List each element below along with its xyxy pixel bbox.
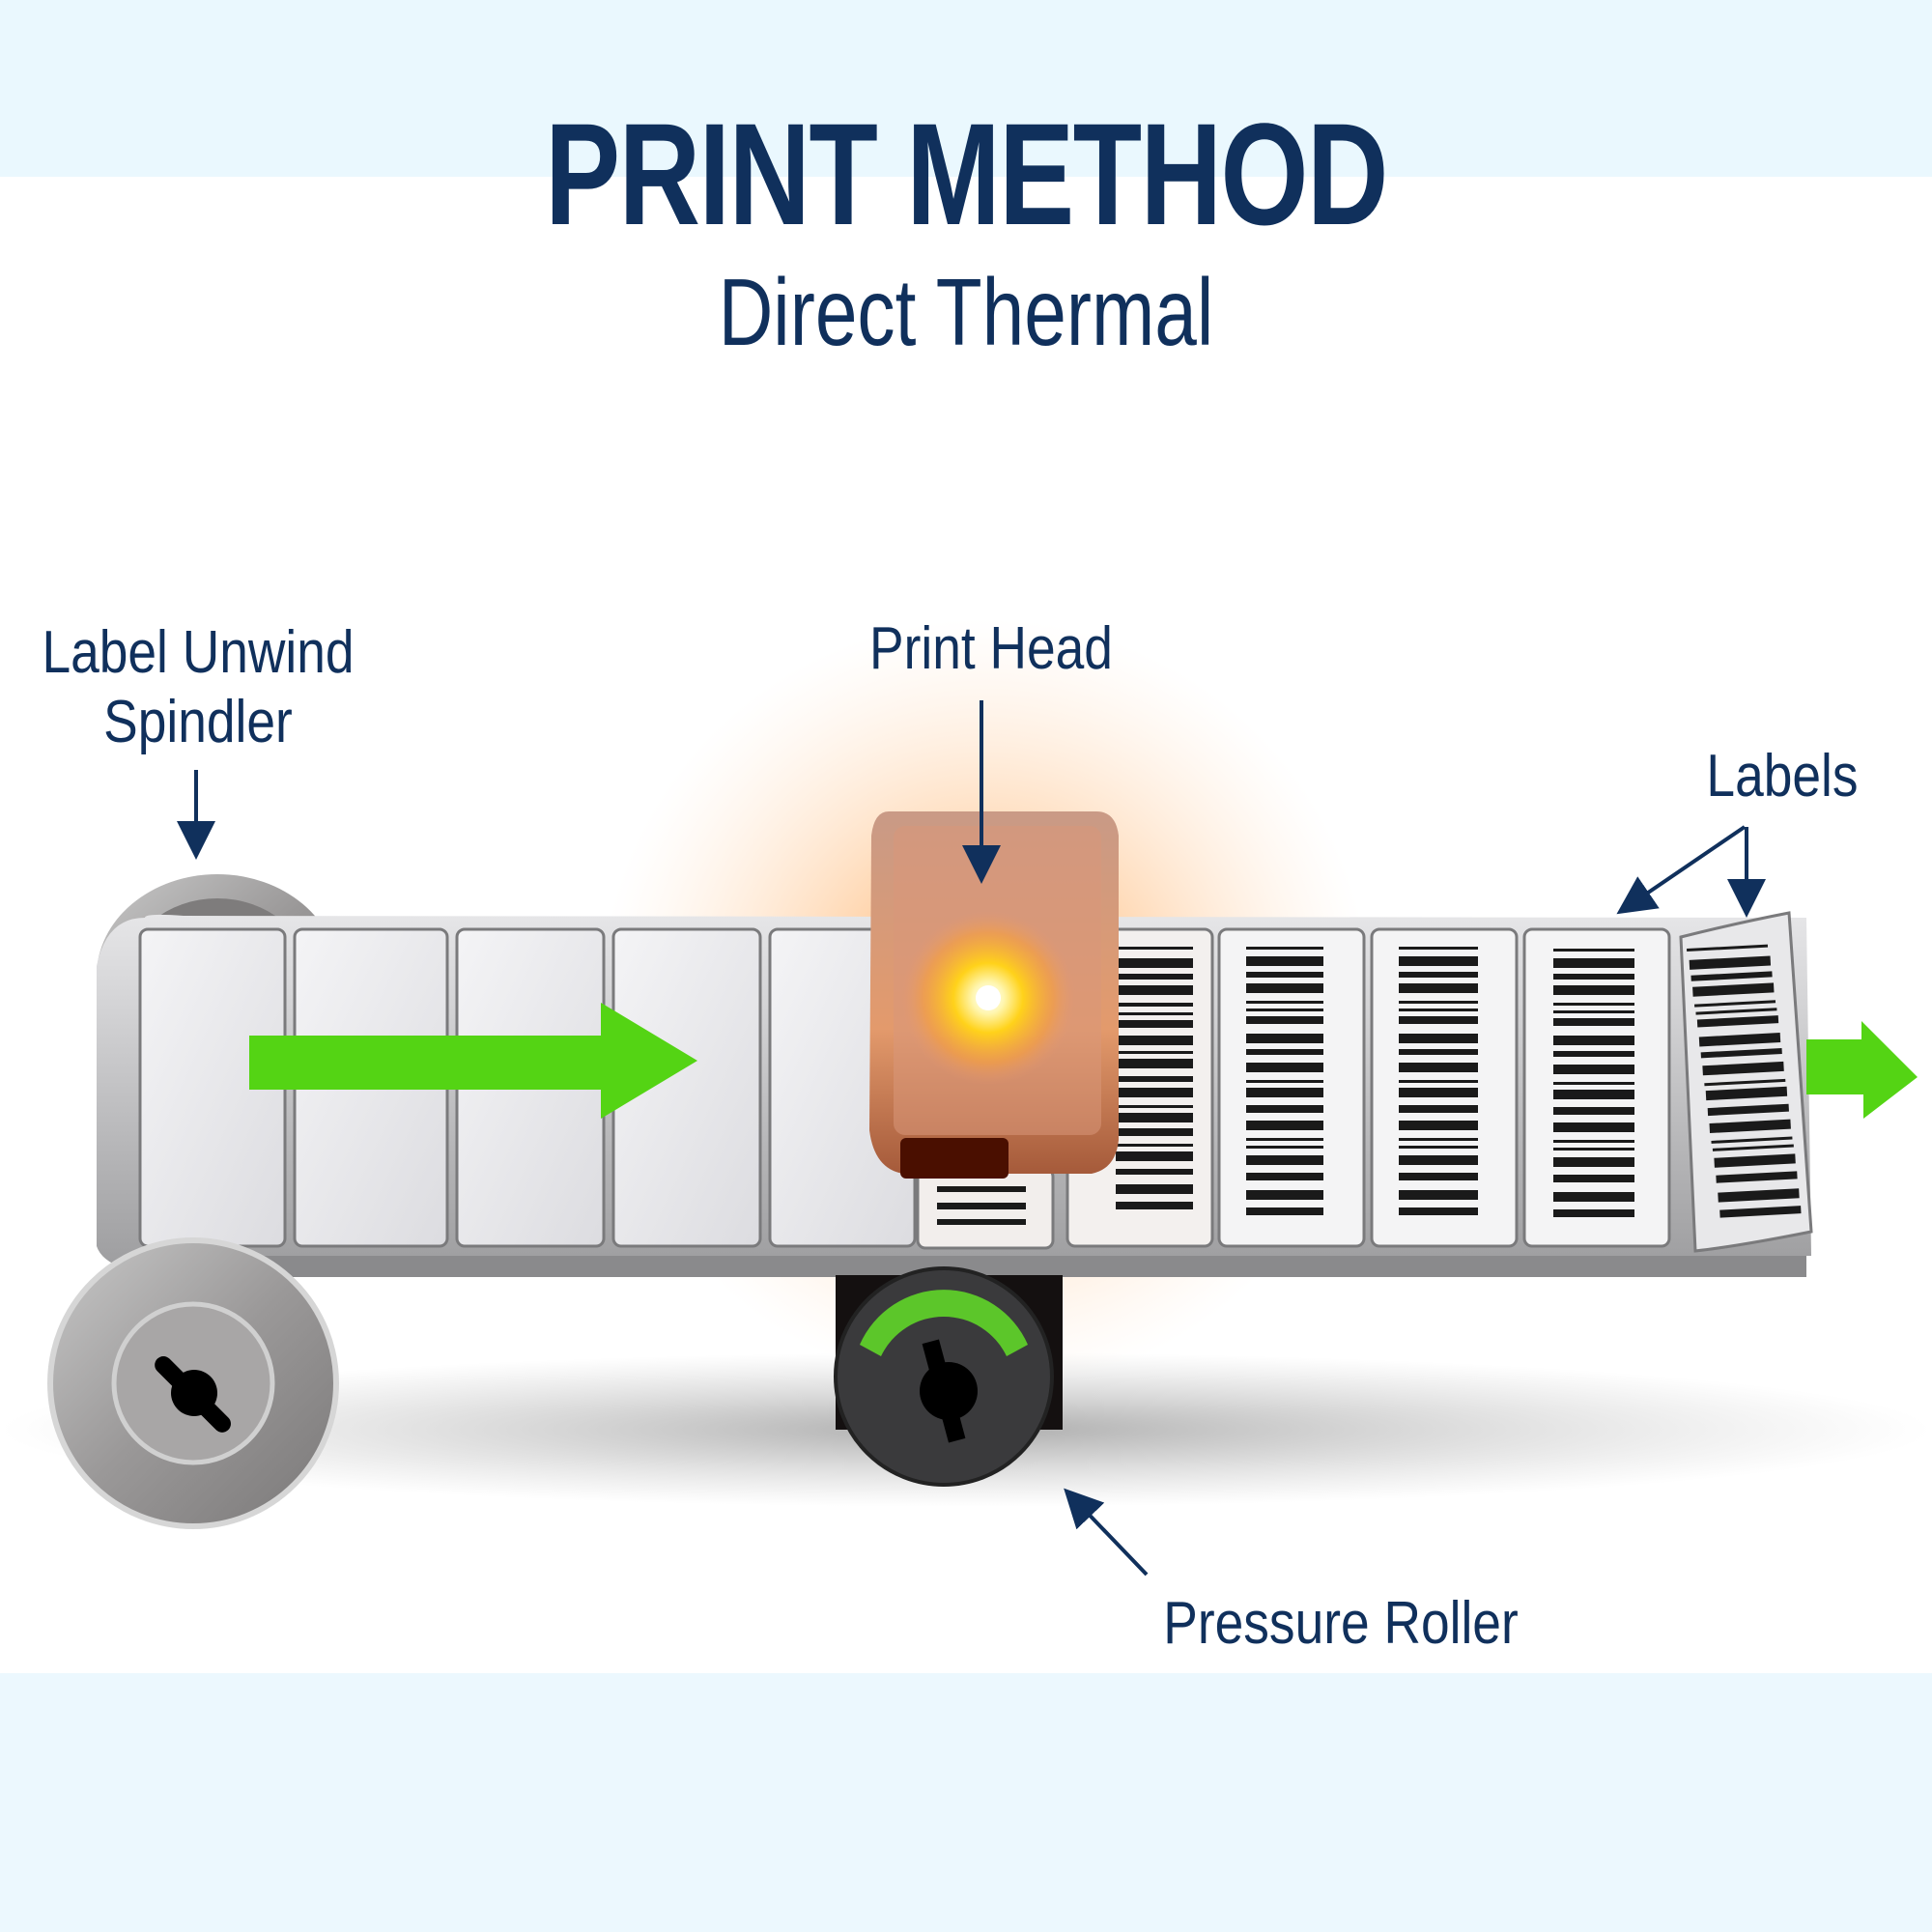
pressure-roller-arrow	[1064, 1488, 1149, 1577]
labels-arrow-left	[1616, 825, 1747, 915]
unwind-spindle-front	[47, 1237, 339, 1529]
page-title: PRINT METHOD	[545, 93, 1388, 255]
exit-arrow-icon	[1806, 1021, 1918, 1119]
callout-unwind-line1: Label Unwind	[42, 619, 355, 686]
roller-green-arc	[860, 1290, 1028, 1356]
print-head-slot	[900, 1138, 1009, 1179]
print-head	[869, 811, 1119, 1179]
callout-arrows	[177, 700, 1766, 1577]
callout-label-pressure-roller: Pressure Roller	[1163, 1590, 1519, 1657]
callout-unwind-line2: Spindler	[103, 689, 293, 755]
footer-background-band	[0, 1673, 1932, 1932]
callout-label-print-head: Print Head	[869, 615, 1113, 682]
header-background-band	[0, 0, 1932, 177]
barcode-stripes	[1116, 944, 1802, 1218]
callout-label-labels: Labels	[1706, 743, 1859, 810]
belt-base-edge	[222, 1256, 1806, 1277]
page-subtitle: Direct Thermal	[718, 259, 1214, 365]
heat-point-icon	[976, 985, 1001, 1010]
callout-label-unwind-spindler: Label Unwind Spindler	[32, 618, 364, 757]
pressure-roller	[834, 1266, 1063, 1487]
flow-arrow-icon	[249, 1003, 697, 1119]
